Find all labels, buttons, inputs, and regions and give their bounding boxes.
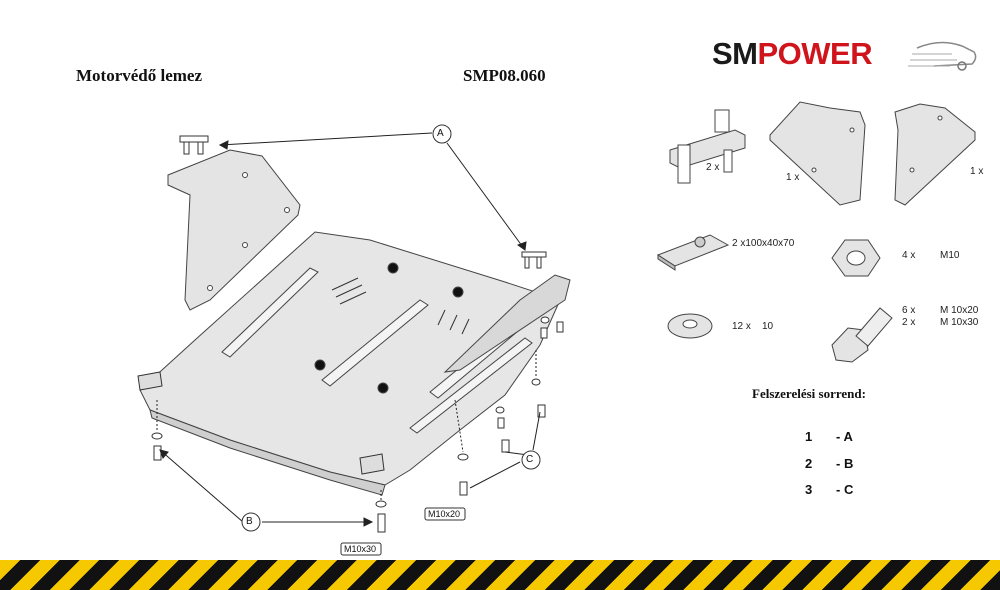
callout-b-label: B: [246, 516, 253, 527]
installation-order-title: Felszerelési sorrend:: [752, 386, 866, 401]
logo-car-icon: [908, 41, 977, 71]
clamp-bolts-top: [179, 135, 547, 269]
callout-leader-lines: [156, 132, 541, 527]
order-step-3-num: 3: [805, 482, 813, 497]
bolt-m10x30-label: M10x30: [344, 544, 377, 554]
hazard-stripe-footer: [0, 560, 1000, 590]
logo-sm: SM: [712, 36, 758, 71]
order-step-2-label: - B: [836, 456, 854, 471]
engine-skid-plate: [139, 231, 561, 496]
nut-part-drawing: [831, 239, 881, 277]
right-bracket-qty: 1 x: [970, 166, 984, 177]
order-step-1-num: 1: [805, 429, 813, 444]
nut-qty: 4 x: [902, 250, 916, 261]
nut-size: M10: [940, 250, 960, 261]
part-code: SMP08.060: [463, 66, 546, 85]
bolt-size-1: M 10x20: [940, 305, 979, 316]
callout-c-circle: [521, 450, 541, 470]
rear-bracket-part: [443, 274, 571, 373]
callout-a-label: A: [437, 128, 444, 139]
smpower-logo: SMPOWER: [712, 36, 982, 80]
bolt-m10x20-tag: [424, 507, 466, 521]
front-bracket-part: [167, 149, 301, 311]
clamp-part-drawing: [669, 109, 746, 184]
washer-qty: 12 x: [732, 321, 751, 332]
washer-size: 10: [762, 321, 774, 332]
parts-list-drawings: [656, 101, 976, 363]
diagram-title: Motorvédő lemez: [76, 66, 203, 85]
order-step-2-num: 2: [805, 456, 813, 471]
plate-part-drawing: [656, 234, 730, 271]
plate-label: 2 x100x40x70: [732, 238, 795, 249]
left-bracket-drawing: [769, 101, 866, 206]
washer-part-drawing: [667, 313, 713, 339]
bolt-m10x20-label: M10x20: [428, 509, 461, 519]
bolt-part-drawing: [831, 307, 893, 363]
order-step-1-label: - A: [836, 429, 853, 444]
bolt-size-2: M 10x30: [940, 317, 979, 328]
callout-a-circle: [432, 124, 452, 144]
bolt-qty-1: 6 x: [902, 305, 916, 316]
mounting-hardware: [137, 316, 564, 533]
logo-power: POWER: [757, 36, 873, 71]
left-bracket-qty: 1 x: [786, 172, 800, 183]
bolt-m10x30-tag: [340, 542, 382, 556]
bolt-qty-2: 2 x: [902, 317, 916, 328]
callout-b-circle: [241, 512, 261, 532]
right-bracket-drawing: [894, 103, 976, 206]
order-step-3-label: - C: [836, 482, 854, 497]
callout-c-label: C: [526, 454, 534, 465]
clamp-qty: 2 x: [706, 162, 720, 173]
